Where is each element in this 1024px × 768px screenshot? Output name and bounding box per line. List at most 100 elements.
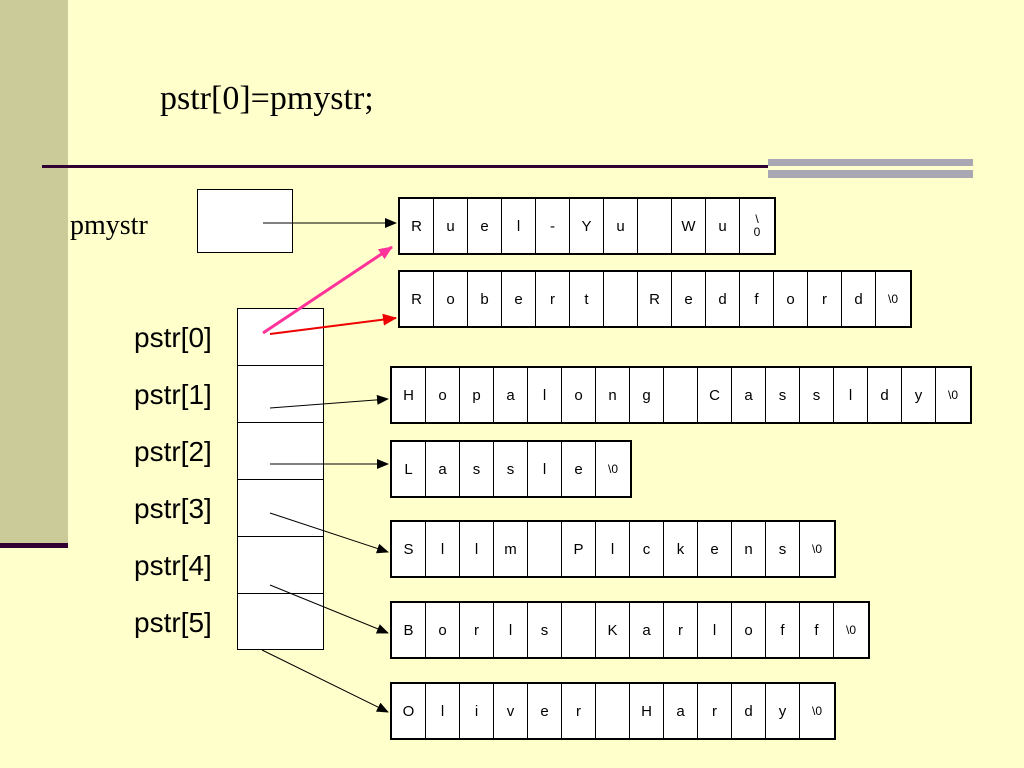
char-cell: R [638, 272, 672, 326]
title-rule [42, 165, 972, 168]
char-cell: u [706, 199, 740, 253]
char-cell: e [468, 199, 502, 253]
pointer-label-0: pstr[0] [134, 322, 212, 353]
char-cell: R [400, 272, 434, 326]
char-cell: e [698, 522, 732, 576]
char-cell: - [536, 199, 570, 253]
pmystr-label: pmystr [70, 210, 148, 241]
char-cell: m [494, 522, 528, 576]
char-cell: e [528, 684, 562, 738]
char-cell: r [562, 684, 596, 738]
char-cell: s [766, 522, 800, 576]
char-cell: l [698, 603, 732, 657]
char-cell: d [732, 684, 766, 738]
char-cell: a [630, 603, 664, 657]
char-cell [638, 199, 672, 253]
char-cell: e [672, 272, 706, 326]
char-cell: u [434, 199, 468, 253]
char-cell: f [800, 603, 834, 657]
char-cell: f [766, 603, 800, 657]
pointer-array [237, 308, 324, 650]
char-cell: o [732, 603, 766, 657]
char-cell: i [460, 684, 494, 738]
char-cell: R [400, 199, 434, 253]
pointer-label-1: pstr[1] [134, 379, 212, 410]
char-cell: d [868, 368, 902, 422]
char-cell: s [528, 603, 562, 657]
char-cell: b [468, 272, 502, 326]
char-cell: \0 [845, 623, 856, 637]
char-cell: Y [570, 199, 604, 253]
char-cell: y [902, 368, 936, 422]
pointer-label-3: pstr[3] [134, 493, 212, 524]
title-rule-accent [768, 159, 973, 178]
char-cell [528, 522, 562, 576]
char-cell: P [562, 522, 596, 576]
char-cell: l [502, 199, 536, 253]
char-cell: a [664, 684, 698, 738]
char-cell: n [732, 522, 766, 576]
pstr3-arrow [269, 512, 389, 554]
char-cell: l [528, 442, 562, 496]
char-cell: r [664, 603, 698, 657]
char-cell: l [834, 368, 868, 422]
char-cell: l [596, 522, 630, 576]
pstr0-old-arrow [269, 313, 397, 335]
slide-title: pstr[0]=pmystr; [160, 80, 374, 117]
char-cell: \0 [607, 462, 618, 476]
pstr0-new-arrow [262, 245, 393, 335]
char-cell: r [460, 603, 494, 657]
char-cell: e [562, 442, 596, 496]
char-cell: g [630, 368, 664, 422]
char-cell: O [392, 684, 426, 738]
char-cell: y [766, 684, 800, 738]
char-cell: a [732, 368, 766, 422]
pointer-cell-3 [238, 480, 323, 537]
char-cell: u [604, 199, 638, 253]
char-cell: K [596, 603, 630, 657]
char-cell: l [528, 368, 562, 422]
char-cell: L [392, 442, 426, 496]
char-cell: s [460, 442, 494, 496]
char-cell: c [630, 522, 664, 576]
char-cell: l [426, 684, 460, 738]
char-cell: o [426, 603, 460, 657]
char-cell [664, 368, 698, 422]
char-cell: B [392, 603, 426, 657]
char-cell: r [536, 272, 570, 326]
pointer-cell-1 [238, 366, 323, 423]
char-cell: \0 [887, 292, 898, 306]
pstr1-arrow [269, 394, 389, 409]
char-cell: \0 [811, 542, 822, 556]
char-cell: v [494, 684, 528, 738]
char-cell: S [392, 522, 426, 576]
char-cell: H [392, 368, 426, 422]
char-cell: C [698, 368, 732, 422]
pmystr-box [197, 189, 293, 253]
char-cell: o [434, 272, 468, 326]
char-cell: \0 [811, 704, 822, 718]
char-cell [604, 272, 638, 326]
char-cell: a [426, 442, 460, 496]
char-cell: a [494, 368, 528, 422]
char-cell: W [672, 199, 706, 253]
char-cell: d [842, 272, 876, 326]
sidebar-decoration [0, 0, 68, 548]
sidebar-underline [0, 543, 68, 548]
char-cell: e [502, 272, 536, 326]
pointer-label-4: pstr[4] [134, 550, 212, 581]
char-cell: r [698, 684, 732, 738]
char-cell [562, 603, 596, 657]
char-cell: s [494, 442, 528, 496]
pointer-cell-4 [238, 537, 323, 594]
char-cell: H [630, 684, 664, 738]
char-cell: o [774, 272, 808, 326]
